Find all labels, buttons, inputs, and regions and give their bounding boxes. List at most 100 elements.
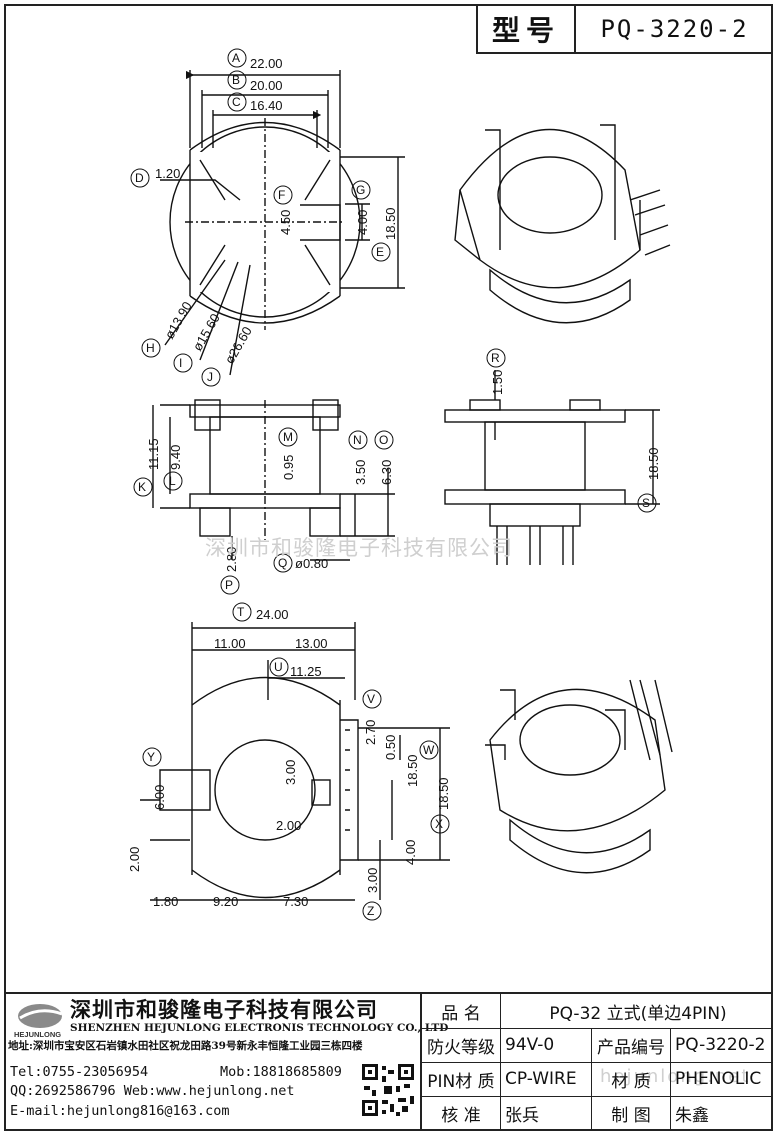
dim-C: C 16.40 <box>227 92 283 113</box>
svg-text:3.50: 3.50 <box>353 460 368 485</box>
svg-text:2.70: 2.70 <box>363 720 378 745</box>
svg-text:18.50: 18.50 <box>383 207 398 240</box>
value-approved: 张兵 <box>501 1096 592 1130</box>
bore-bottom <box>214 739 316 841</box>
technical-drawing: A 22.00 B 20.00 C 16.40 D 1.20 F 4.50 G … <box>127 48 673 921</box>
dim-S: S 18.50 <box>637 447 661 513</box>
svg-text:6.00: 6.00 <box>152 785 167 810</box>
svg-text:B: B <box>232 73 240 87</box>
dim-A: A 22.00 <box>227 48 283 71</box>
top-view <box>160 70 405 376</box>
label-approved: 核 准 <box>422 1096 501 1130</box>
svg-text:2.80: 2.80 <box>224 547 239 572</box>
dim-3-00: 3.00 <box>283 760 298 785</box>
dim-11-00: 11.00 <box>214 636 246 651</box>
label-product-name: 品 名 <box>422 994 501 1028</box>
svg-text:L: L <box>169 474 176 488</box>
dim-F: F 4.50 <box>273 185 293 235</box>
row-approval: 核 准 张兵 制 图 朱鑫 <box>422 1096 771 1130</box>
svg-text:20.00: 20.00 <box>250 78 283 93</box>
company-mobile: Mob:18818685809 <box>220 1064 342 1080</box>
svg-text:K: K <box>138 480 146 494</box>
value-product-code: PQ-3220-2 <box>675 1035 766 1055</box>
svg-text:ø15.60: ø15.60 <box>190 311 223 354</box>
svg-text:11.15: 11.15 <box>146 438 161 470</box>
label-material: 材 质 <box>592 1062 671 1096</box>
svg-text:4.50: 4.50 <box>278 210 293 235</box>
dim-0-50: 0.50 <box>383 735 398 760</box>
url-watermark: hejunlong.net <box>600 1066 751 1087</box>
svg-text:A: A <box>232 51 240 65</box>
label-product-code: 产品编号 <box>592 1028 671 1062</box>
row-product-name: 品 名 PQ-32 立式(单边4PIN) <box>422 994 771 1029</box>
dim-T: T 24.00 <box>232 602 289 622</box>
svg-text:V: V <box>367 692 375 706</box>
svg-text:Q: Q <box>278 556 287 570</box>
svg-text:R: R <box>491 351 500 365</box>
label-pin-material: PIN材 质 <box>422 1062 501 1096</box>
svg-text:18.50: 18.50 <box>436 777 451 810</box>
svg-text:P: P <box>225 578 233 592</box>
title-block: HEJUNLONG 深圳市和骏隆电子科技有限公司 SHENZHEN HEJUNL… <box>6 992 771 1131</box>
model-header: 型号 PQ-3220-2 <box>476 6 773 54</box>
company-logo-icon: HEJUNLONG <box>14 1004 63 1039</box>
svg-text:ø0.80: ø0.80 <box>295 556 328 571</box>
dim-1-80: 1.80 <box>153 894 178 909</box>
company-info: HEJUNLONG 深圳市和骏隆电子科技有限公司 SHENZHEN HEJUNL… <box>6 994 448 1131</box>
isometric-top <box>454 124 671 324</box>
dim-O: O 6.30 <box>374 430 394 485</box>
bottom-view <box>140 622 450 901</box>
dim-P: P 2.80 <box>220 547 240 595</box>
svg-text:18.50: 18.50 <box>646 447 661 480</box>
value-material: PHENOLIC <box>675 1069 762 1089</box>
svg-text:Y: Y <box>147 750 155 764</box>
dim-Q: Q ø0.80 <box>273 553 328 573</box>
svg-text:F: F <box>278 188 285 202</box>
dim-H: H ø13.90 <box>141 299 195 358</box>
svg-text:Z: Z <box>367 904 374 918</box>
dim-2-00-left: 2.00 <box>127 847 142 872</box>
dim-B: B 20.00 <box>227 70 283 93</box>
svg-text:1.20: 1.20 <box>155 166 180 181</box>
dim-9-20: 9.20 <box>213 894 238 909</box>
company-name-cn: 深圳市和骏隆电子科技有限公司 <box>70 997 378 1022</box>
row-material: PIN材 质 CP-WIRE 材 质 PHENOLIC <box>422 1062 771 1097</box>
svg-text:X: X <box>435 817 443 831</box>
dim-D: D 1.20 <box>130 166 180 188</box>
dim-K: K 11.15 <box>133 438 161 497</box>
svg-text:M: M <box>283 430 293 444</box>
model-label: 型号 <box>478 6 576 52</box>
dim-13-00: 13.00 <box>295 636 328 651</box>
value-fire-rating: 94V-0 <box>501 1028 592 1062</box>
company-email: E-mail:hejunlong816@163.com <box>10 1103 230 1119</box>
dim-Z: Z 3.00 <box>362 868 382 921</box>
dim-4-00: 4.00 <box>403 840 418 865</box>
svg-text:16.40: 16.40 <box>250 98 283 113</box>
value-drawn: 朱鑫 <box>675 1105 709 1126</box>
svg-text:I: I <box>179 356 182 370</box>
svg-text:O: O <box>379 433 388 447</box>
svg-text:H: H <box>146 341 155 355</box>
svg-text:E: E <box>376 245 384 259</box>
dim-Y: Y 6.00 <box>142 747 167 810</box>
dim-7-30: 7.30 <box>283 894 308 909</box>
company-qq-web: QQ:2692586796 Web:www.hejunlong.net <box>10 1083 295 1099</box>
side-view <box>152 370 660 565</box>
company-name-en: SHENZHEN HEJUNLONG ELECTRONIS TECHNOLOGY… <box>70 1022 449 1034</box>
company-watermark: 深圳市和骏隆电子科技有限公司 <box>205 536 513 560</box>
svg-text:11.25: 11.25 <box>290 664 322 679</box>
svg-text:D: D <box>135 171 144 185</box>
svg-text:18.50: 18.50 <box>405 754 420 787</box>
drawing-frame <box>4 4 773 1131</box>
svg-text:24.00: 24.00 <box>256 607 289 622</box>
dim-N: N 3.50 <box>348 430 368 485</box>
svg-text:U: U <box>274 660 283 674</box>
label-fire-rating: 防火等级 <box>422 1028 501 1062</box>
svg-text:J: J <box>207 370 213 384</box>
svg-text:N: N <box>353 433 362 447</box>
svg-text:HEJUNLONG: HEJUNLONG <box>14 1030 61 1039</box>
product-info-table: 品 名 PQ-32 立式(单边4PIN) 防火等级 94V-0 产品编号 PQ-… <box>422 994 771 1131</box>
svg-text:3.00: 3.00 <box>365 868 380 893</box>
svg-text:ø13.90: ø13.90 <box>162 299 195 342</box>
dim-V: V 2.70 <box>362 689 382 745</box>
